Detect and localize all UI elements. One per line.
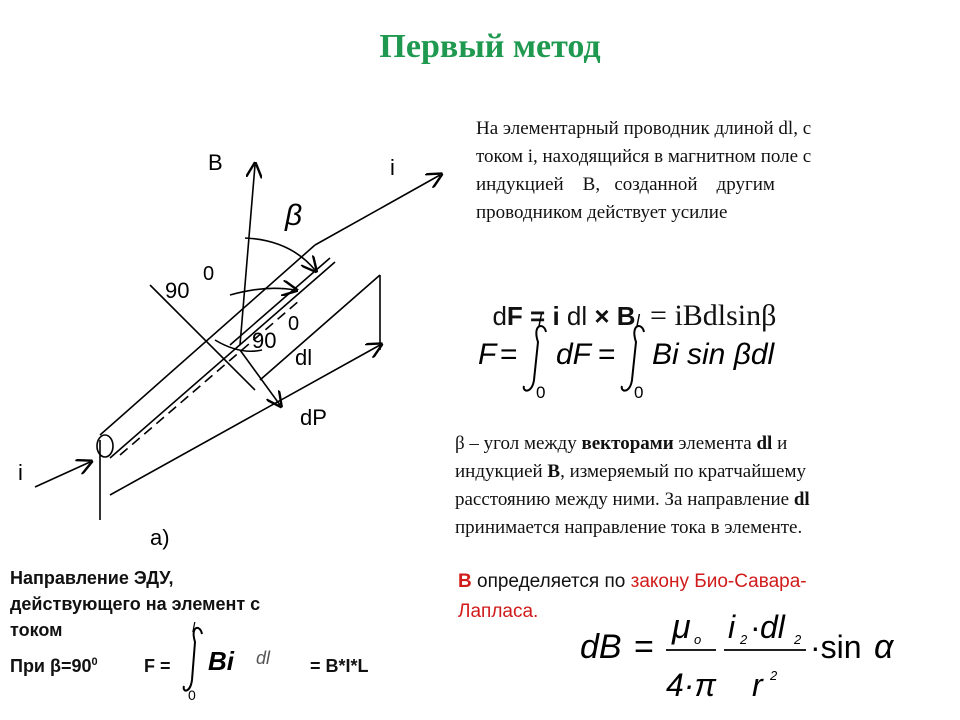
beta-line-2: индукцией В, измеряемый по кратчайшему [455,461,806,482]
dB-sin: ·sin [810,629,862,665]
dB-dot: · [750,609,761,645]
intro-line: током i, находящийся в магнитном поле с [476,146,812,167]
dB-r: r [752,667,764,703]
edu-integrand: Bi [208,646,235,676]
biot-savart-note: В определяется по закону Био-Савара- Лап… [458,567,807,627]
f2-lower-2: 0 [634,383,643,402]
label-a: a) [150,525,170,550]
f2-upper-2: l [636,312,641,330]
dB-alpha: α [874,628,895,666]
edu-result: = B*I*L [310,656,369,676]
label-i-top: i [390,155,395,180]
dB-lhs: dB [580,628,622,666]
biot-law-1: закону Био-Савара- [630,571,807,592]
label-dP: dP [300,405,327,430]
beta-line-1: β – угол между векторами элемента dl и [455,433,788,454]
edu-line-3: током [10,620,63,640]
edu-integral-sign [182,626,203,692]
label-90-2: 90 [252,328,276,353]
beta-line-4: принимается направление тока в элементе. [455,517,803,538]
edu-F-eq: F = [144,656,171,676]
f1-F: F [506,301,523,331]
intro-line: проводником действует усилие [476,202,728,223]
f1-i: i [552,301,560,331]
f2-F: F [478,338,498,371]
dB-i-sub: 2 [739,632,748,647]
f1-B: B [616,301,636,331]
dB-eq: = [634,628,654,666]
edu-condition: При β=900 [10,656,98,677]
dB-dl: dl [760,609,786,645]
force-formula-vector: dF = i dl × B = iBdlsinβ [478,268,776,333]
dB-four-pi: 4·π [666,667,716,703]
label-beta: β [284,199,302,232]
force-integral-formula: F = l 0 dF = l 0 Bi sin βdl [478,312,776,402]
biot-savart-formula: dB = μ o 4·π i 2 · dl 2 r 2 ·sin α [580,608,895,703]
label-B: B [208,150,223,175]
label-dl: dl [295,345,312,370]
conductor-axis [119,299,301,456]
edu-dl: dl [256,648,271,668]
f1-d: d [492,301,507,331]
label-90-1: 90 [165,278,189,303]
edu-upper: l [192,619,196,635]
current-out-arrow [314,175,440,246]
intro-line: индукцией В, созданной другим [476,174,775,195]
dB-dl-sub: 2 [793,632,802,647]
dP-vector [239,349,280,405]
edu-beta-90: При β=90 [10,656,92,676]
B-vector [239,165,255,346]
perpendicular-line [149,284,256,391]
label-i-left: i [18,460,23,485]
biot-law-2: Лапласа. [458,601,539,622]
edu-lower: 0 [188,687,196,703]
arc-90-2 [214,339,263,353]
conductor-diagram: B i β 90 0 90 0 dl dP i a) [18,150,450,550]
integral-sign-2 [620,325,645,392]
f2-eq2: = [598,338,616,371]
f1-dl: dl [559,301,595,331]
edu-integral: l 0 Bi dl [182,619,271,703]
beta-arc [244,237,315,270]
dl-line [259,274,381,381]
f1-rhs: = iBdlsinβ [650,299,777,332]
edu-line-1: Направление ЭДУ, [10,568,174,588]
beta-note: β – угол между векторами элемента dl и и… [455,430,913,542]
beta-line-3: расстоянию между ними. За направление dl [455,489,810,510]
biot-B: В [458,571,472,592]
dB-mu-sub: o [694,632,701,647]
edu-direction-note: Направление ЭДУ, действующего на элемент… [10,565,260,643]
f2-lower-1: 0 [536,383,545,402]
label-0-2: 0 [288,313,299,335]
edu-beta-sup: 0 [91,656,98,668]
conductor-end [96,434,114,458]
page-title: Первый метод [379,28,601,65]
f2-upper-1: l [538,312,543,330]
dB-i: i [728,609,736,645]
f2-integrand: Bi sin βdl [652,338,776,371]
intro-line: На элементарный проводник длиной dl, с [476,118,812,139]
label-90-1-sup: 0 [203,263,214,285]
biot-mid: определяется по [471,571,631,592]
return-arrow [109,345,380,496]
arc-90-1 [229,288,295,295]
integral-sign-1 [522,325,547,392]
dB-mu: μ [671,608,691,646]
conductor-top-edge [99,244,316,436]
f1-eq: = [522,301,553,331]
dB-r-sup: 2 [769,668,778,683]
intro-paragraph: На элементарный проводник длиной dl, с т… [476,115,928,227]
f2-eq: = [500,338,518,371]
edu-line-2: действующего на элемент с [10,594,261,614]
f1-cross: × [594,301,610,331]
f2-dF: dF [556,338,593,371]
current-in-arrow [34,462,90,488]
